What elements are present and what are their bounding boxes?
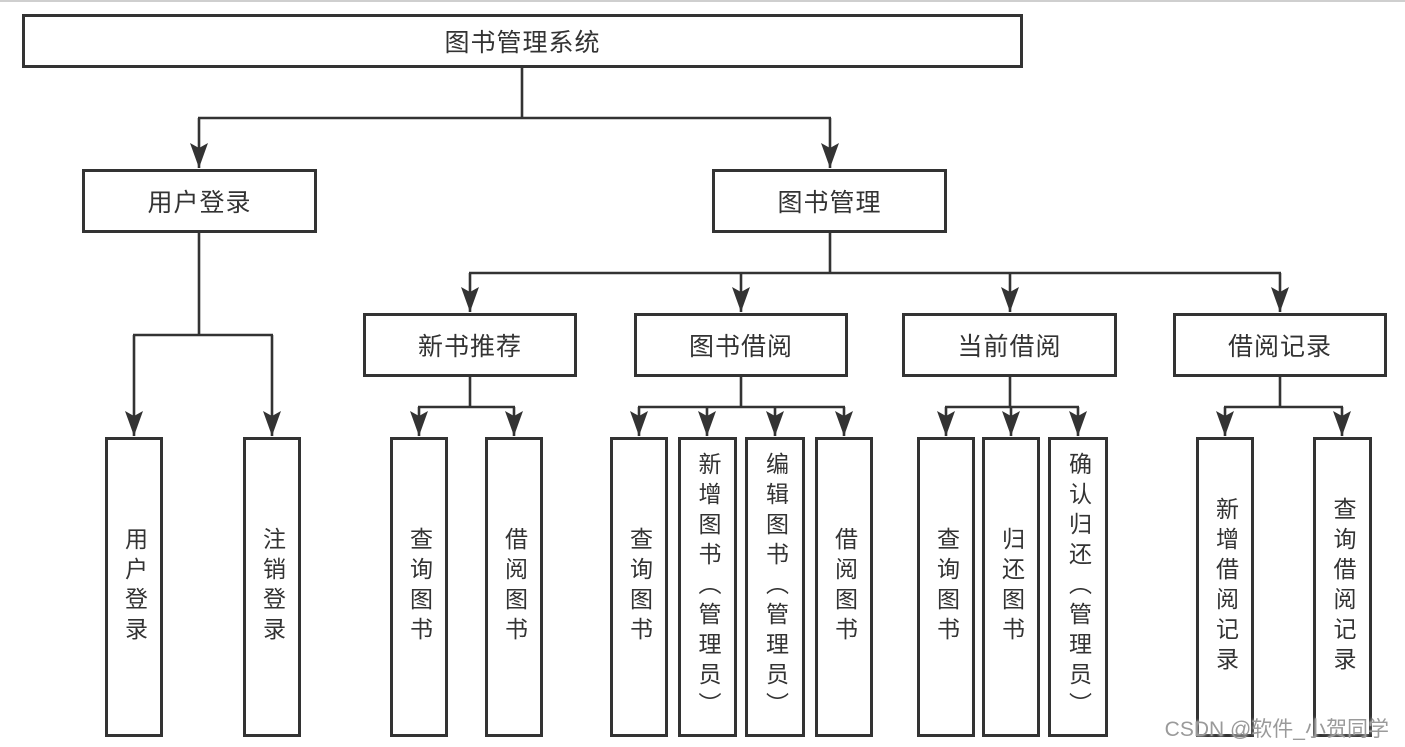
node-borrow-books-recommend: 借阅图书 <box>485 437 543 737</box>
node-query-borrow-record: 查询借阅记录 <box>1313 437 1372 737</box>
node-book-management-system: 图书管理系统 <box>22 14 1023 68</box>
node-borrowing-records: 借阅记录 <box>1173 313 1387 377</box>
node-book-management: 图书管理 <box>712 169 947 233</box>
node-borrow-books-borrowing: 借阅图书 <box>815 437 873 737</box>
top-border-line <box>0 0 1405 2</box>
node-query-books-recommend: 查询图书 <box>390 437 448 737</box>
node-add-book-admin: 新增图书（管理员） <box>678 437 737 737</box>
node-user-login: 用户登录 <box>82 169 317 233</box>
csdn-watermark: CSDN @软件_小贺同学 <box>1164 718 1389 741</box>
node-add-borrow-record: 新增借阅记录 <box>1196 437 1254 737</box>
node-new-book-recommendation: 新书推荐 <box>363 313 577 377</box>
node-book-borrowing: 图书借阅 <box>634 313 848 377</box>
node-logout-action: 注销登录 <box>243 437 301 737</box>
node-user-login-action: 用户登录 <box>105 437 163 737</box>
node-current-borrowing: 当前借阅 <box>902 313 1117 377</box>
node-query-books-current: 查询图书 <box>917 437 975 737</box>
node-return-books: 归还图书 <box>982 437 1040 737</box>
node-edit-book-admin: 编辑图书（管理员） <box>745 437 805 737</box>
node-confirm-return-admin: 确认归还（管理员） <box>1048 437 1108 737</box>
node-query-books-borrowing: 查询图书 <box>610 437 668 737</box>
